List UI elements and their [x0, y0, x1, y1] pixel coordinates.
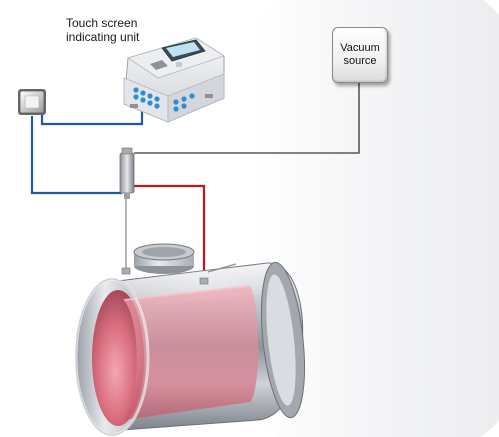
vacuum-source-label-line2: source [343, 55, 377, 67]
heat-line [133, 184, 206, 280]
indicating-unit-label: Touch screen indicating unit [66, 16, 186, 44]
probe-valve [119, 147, 135, 199]
vacuum-line [134, 82, 360, 154]
vacuum-source-box: Vacuum source [332, 27, 388, 83]
indicating-unit-label-line2: indicating unit [66, 30, 140, 44]
indicating-unit [123, 37, 225, 123]
vacuum-source-label-line1: Vacuum [340, 42, 380, 54]
sensor-box [18, 89, 46, 115]
tank [74, 243, 305, 437]
signal-line-sensor-to-probe [30, 116, 122, 195]
indicating-unit-label-line1: Touch screen [66, 16, 138, 30]
signal-line-sensor-to-unit [34, 107, 144, 126]
